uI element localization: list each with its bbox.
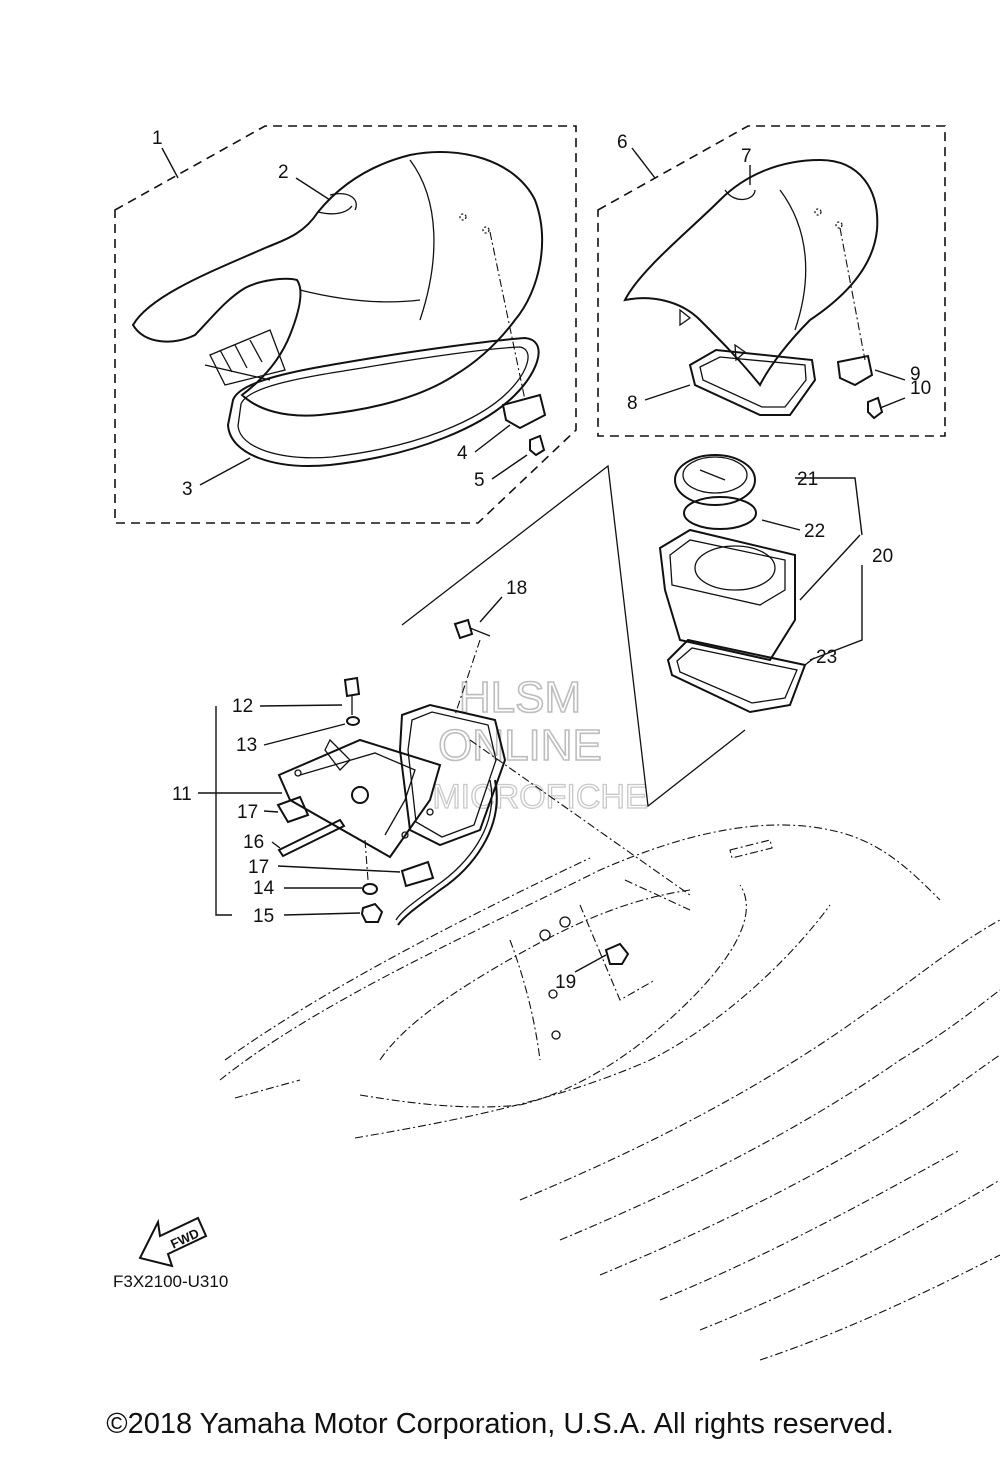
bolt-18-link [454,639,481,716]
nut-link [364,839,369,881]
bolt-18 [453,618,474,640]
rear-seat [623,158,879,387]
label-15: 15 [253,906,274,927]
seat-frame [277,703,507,926]
front-seat [131,151,544,417]
storage-box [658,454,807,714]
seat-assy-front-box [114,125,577,524]
rear-seat-hook-link [839,227,866,361]
storage-box-pointer-outline [401,464,746,808]
nut-14 [362,883,378,895]
washer-13 [346,716,360,726]
label-5: 5 [474,470,485,491]
part-labels: 1 2 3 4 5 6 7 8 9 10 11 12 13 14 15 16 1… [152,128,931,993]
nut-15 [360,902,384,923]
exploded-parts-diagram: HLSM ONLINE MICROFICHE [113,125,1000,1361]
rear-seat-bolt [867,396,884,420]
label-12: 12 [232,696,253,717]
label-9: 9 [910,364,921,385]
label-10: 10 [910,378,931,399]
label-17-lower: 17 [248,857,269,878]
strip-16 [277,818,346,858]
front-seat-bolt [529,434,546,457]
watermark-line1: HLSM [459,673,581,722]
label-7: 7 [741,146,752,167]
label-2: 2 [278,162,289,183]
label-18: 18 [506,578,527,599]
label-17-upper: 17 [237,802,258,823]
front-seat-base-gasket-inner [237,346,529,459]
label-14: 14 [253,878,275,899]
label-3: 3 [182,479,193,500]
hull-bolt-19 [604,942,630,965]
frame-to-hull-link [469,739,691,896]
front-seat-base-gasket [226,336,540,467]
label-11: 11 [172,784,192,805]
label-23: 23 [816,647,837,668]
bolt-18-shaft [469,627,491,637]
pad-17-upper [276,795,310,824]
watermark: HLSM ONLINE MICROFICHE [432,672,649,816]
label-21: 21 [797,469,818,490]
label-20: 20 [872,546,893,567]
label-16: 16 [243,832,264,853]
label-8: 8 [627,393,638,414]
callout-lines [161,147,906,973]
label-1: 1 [152,128,163,149]
label-19: 19 [555,972,576,993]
drawing-code: F3X2100-U310 [113,1272,228,1291]
seat-assy-rear-box [597,125,946,437]
rear-seat-base-gasket [688,348,817,416]
watermark-line3: MICROFICHE [432,778,647,816]
label-4: 4 [457,443,468,464]
front-seat-hook-link [489,231,526,401]
label-6: 6 [617,132,628,153]
watermark-line2: ONLINE [438,721,602,770]
rear-seat-base-gasket-inner [699,356,807,408]
watercraft-hull [219,824,1000,1361]
bolt-12 [343,676,361,698]
label-22: 22 [804,521,825,542]
rear-seat-hook [836,354,874,387]
fwd-arrow-icon: FWD [138,1216,208,1268]
copyright-notice: ©2018 Yamaha Motor Corporation, U.S.A. A… [106,1408,894,1440]
front-seat-hook [501,393,547,430]
pad-17-lower [400,860,435,888]
label-13: 13 [236,735,257,756]
